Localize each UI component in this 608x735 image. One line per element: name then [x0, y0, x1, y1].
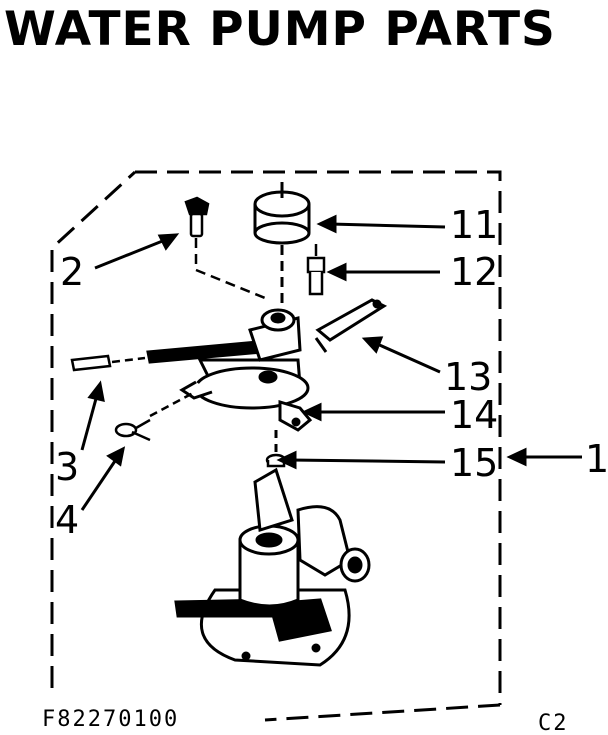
page-code: C2	[538, 711, 569, 735]
lever-part	[314, 298, 388, 353]
part-label-1: 1	[585, 437, 608, 481]
pin-part	[70, 354, 146, 372]
assembly-boundary	[50, 170, 502, 722]
leader-arrows	[80, 214, 582, 511]
part-label-11: 11	[450, 203, 498, 247]
part-label-3: 3	[55, 445, 79, 489]
part-label-4: 4	[55, 498, 79, 542]
bolt-part	[184, 196, 266, 300]
part-label-2: 2	[60, 250, 84, 294]
figure-code: F82270100	[42, 707, 179, 732]
part-label-13: 13	[444, 355, 492, 399]
pump-cover-part	[146, 308, 313, 458]
pump-body	[174, 467, 371, 667]
cap-part	[253, 182, 311, 305]
clip-part	[114, 390, 196, 442]
part-label-12: 12	[450, 250, 498, 294]
part-label-15: 15	[450, 441, 498, 485]
page-title: WATER PUMP PARTS	[4, 2, 556, 57]
part-label-14: 14	[450, 393, 498, 437]
nozzle-part	[306, 244, 326, 296]
